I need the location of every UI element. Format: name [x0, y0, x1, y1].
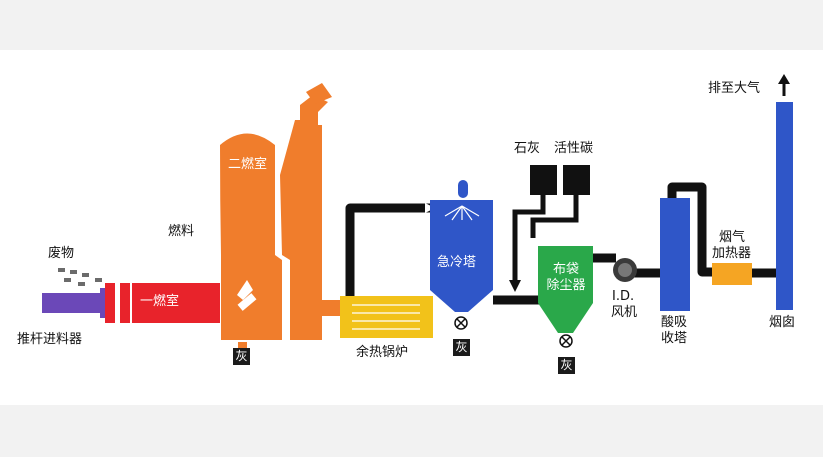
- chimney: [776, 102, 793, 310]
- fan-icon: [613, 258, 637, 282]
- baghouse: [538, 246, 593, 333]
- lime-label: 石灰: [514, 141, 541, 156]
- waste-particles: [58, 268, 102, 286]
- quench-tower: [430, 180, 493, 312]
- baghouse-label-line2: 除尘器: [546, 278, 586, 293]
- exhaust-arrow-icon: [778, 74, 790, 96]
- ram-feeder-label: 推杆进料器: [17, 332, 83, 347]
- ash-chute: [238, 342, 247, 348]
- baghouse-label-line1: 布袋: [552, 262, 579, 277]
- id-fan-label-line1: I.D.: [612, 289, 635, 304]
- activated-carbon-label: 活性碳: [554, 141, 594, 156]
- ducting: [345, 182, 783, 305]
- acid-absorber-label-line2: 收塔: [661, 331, 688, 346]
- waste-label: 废物: [48, 246, 75, 261]
- waste-heat-boiler: [340, 296, 433, 338]
- valve-icon: [559, 334, 573, 348]
- exhaust-label: 排至大气: [708, 81, 761, 96]
- primary-chamber: [105, 283, 220, 323]
- gas-heater-label-line1: 烟气: [719, 230, 746, 245]
- fuel-label: 燃料: [168, 224, 195, 239]
- gas-heater-label-line2: 加热器: [712, 246, 752, 261]
- gas-heater: [712, 263, 752, 285]
- acid-absorber-label-line1: 酸吸: [661, 315, 688, 330]
- reagent-silos: [509, 165, 590, 292]
- acid-absorber: [660, 198, 690, 311]
- ash-badge-secondary: 灰: [233, 348, 250, 365]
- ash-badge-quench: 灰: [453, 339, 470, 356]
- id-fan-label-line2: 风机: [611, 305, 638, 320]
- chimney-label: 烟囱: [769, 315, 796, 330]
- secondary-chamber-label: 二燃室: [228, 157, 268, 172]
- ash-badge-baghouse: 灰: [558, 357, 575, 374]
- primary-chamber-label: 一燃室: [140, 294, 180, 309]
- lime-injection-arrow-icon: [509, 280, 521, 292]
- quench-tower-label: 急冷塔: [437, 255, 477, 270]
- secondary-chamber: [220, 83, 345, 340]
- waste-heat-boiler-label: 余热锅炉: [356, 345, 409, 360]
- valve-icon: [454, 316, 468, 330]
